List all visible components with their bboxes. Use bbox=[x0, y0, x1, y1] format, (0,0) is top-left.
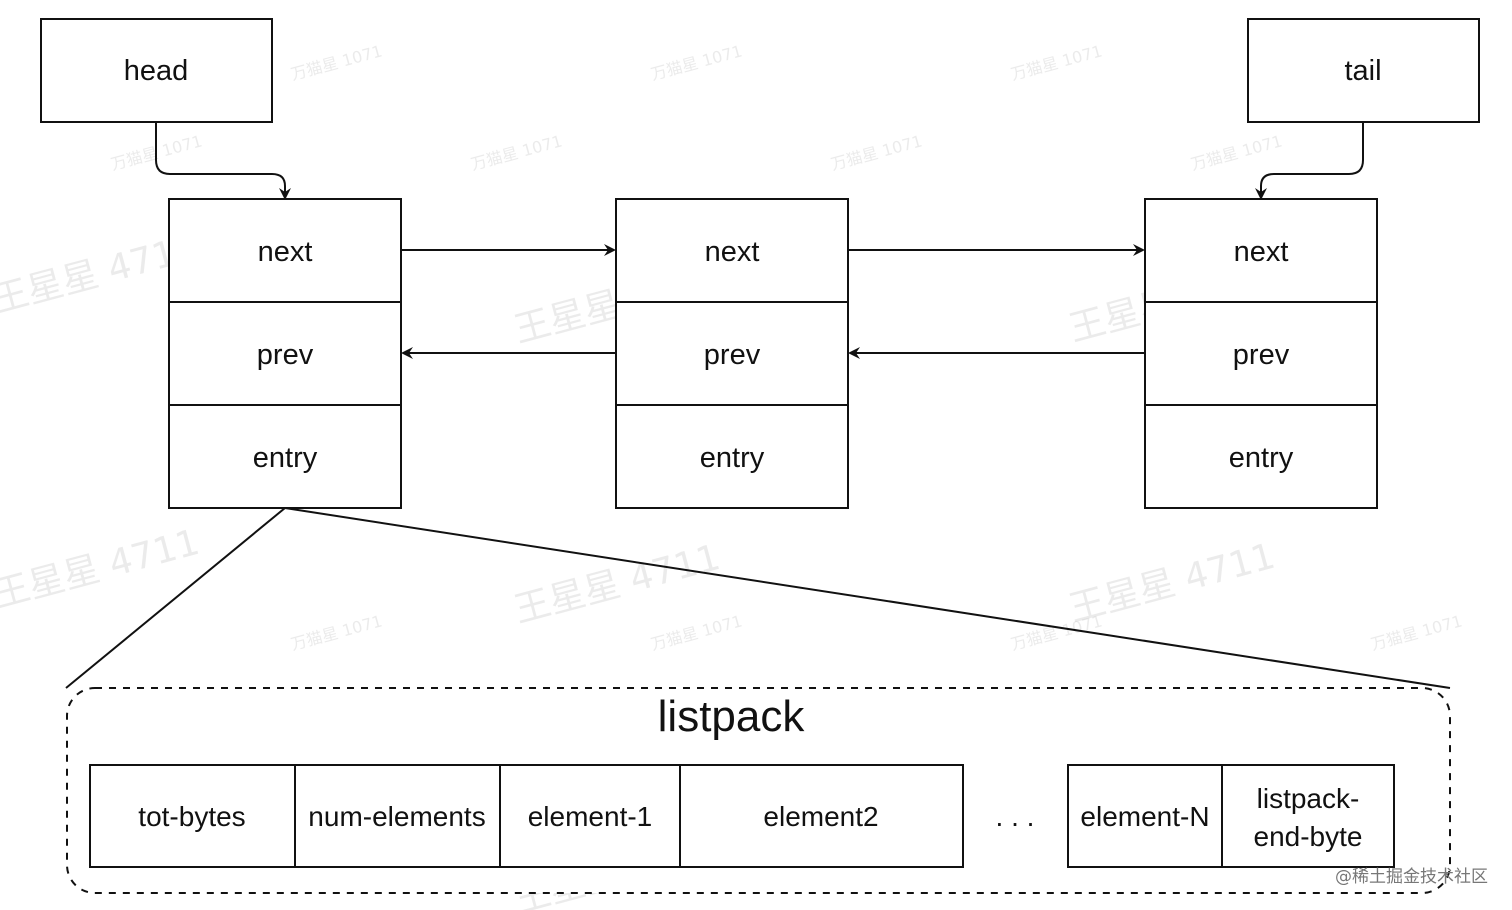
head-pointer: head bbox=[40, 18, 273, 123]
tail-pointer: tail bbox=[1247, 18, 1480, 123]
head-label: head bbox=[124, 55, 189, 87]
watermark-small: 万猫星 1071 bbox=[829, 131, 925, 174]
cell-num-elements: num-elements bbox=[308, 801, 485, 832]
cell-element-n: element-N bbox=[1080, 801, 1209, 832]
list-node-2: next prev entry bbox=[615, 198, 849, 509]
listpack-container: listpack tot-bytes num-elements element-… bbox=[66, 687, 1451, 894]
node1-prev-field: prev bbox=[257, 339, 314, 371]
credit-text: @稀土掘金技术社区 bbox=[1335, 867, 1488, 887]
watermark-small: 万猫星 1071 bbox=[289, 611, 385, 654]
listpack-ellipsis: . . . bbox=[996, 801, 1035, 832]
list-node-3: next prev entry bbox=[1144, 198, 1378, 509]
node2-next-field: next bbox=[705, 236, 760, 268]
cell-element2: element2 bbox=[763, 801, 878, 832]
node3-prev-field: prev bbox=[1233, 339, 1290, 371]
node3-frame bbox=[1144, 198, 1378, 509]
node1-entry-field: entry bbox=[253, 442, 318, 474]
tail-label: tail bbox=[1344, 55, 1381, 87]
node3-entry-field: entry bbox=[1229, 442, 1294, 474]
listpack-cell-row bbox=[89, 764, 964, 868]
zoom-line-left bbox=[65, 507, 286, 689]
cell-end-byte-line1: listpack- bbox=[1257, 783, 1360, 814]
watermark-small: 万猫星 1071 bbox=[649, 611, 745, 654]
tail-box bbox=[1247, 18, 1480, 123]
watermark-small: 万猫星 1071 bbox=[289, 41, 385, 84]
zoom-line-right bbox=[284, 507, 1451, 689]
node3-next-field: next bbox=[1234, 236, 1289, 268]
watermark-small: 万猫星 1071 bbox=[469, 131, 565, 174]
node1-next-field: next bbox=[258, 236, 313, 268]
list-node-1: next prev entry bbox=[168, 198, 402, 509]
node2-prev-field: prev bbox=[704, 339, 761, 371]
node1-frame bbox=[168, 198, 402, 509]
watermark-small: 万猫星 1071 bbox=[1369, 611, 1465, 654]
head-to-node1-arrow bbox=[155, 122, 291, 200]
node2-frame bbox=[615, 198, 849, 509]
listpack-tail-row bbox=[1067, 764, 1395, 868]
cell-end-byte-line2: end-byte bbox=[1254, 821, 1363, 852]
head-box bbox=[40, 18, 273, 123]
tail-to-node3-arrow bbox=[1255, 122, 1364, 200]
watermark-small: 万猫星 1071 bbox=[649, 41, 745, 84]
cell-element-1: element-1 bbox=[528, 801, 653, 832]
watermark-small: 万猫星 1071 bbox=[1009, 41, 1105, 84]
node2-entry-field: entry bbox=[700, 442, 765, 474]
watermark-large: 王星星 4711 bbox=[510, 537, 724, 631]
watermark-large: 王星星 4711 bbox=[0, 522, 204, 616]
cell-tot-bytes: tot-bytes bbox=[138, 801, 245, 832]
listpack-title: listpack bbox=[658, 692, 806, 741]
watermark-small: 万猫星 1071 bbox=[1189, 131, 1285, 174]
